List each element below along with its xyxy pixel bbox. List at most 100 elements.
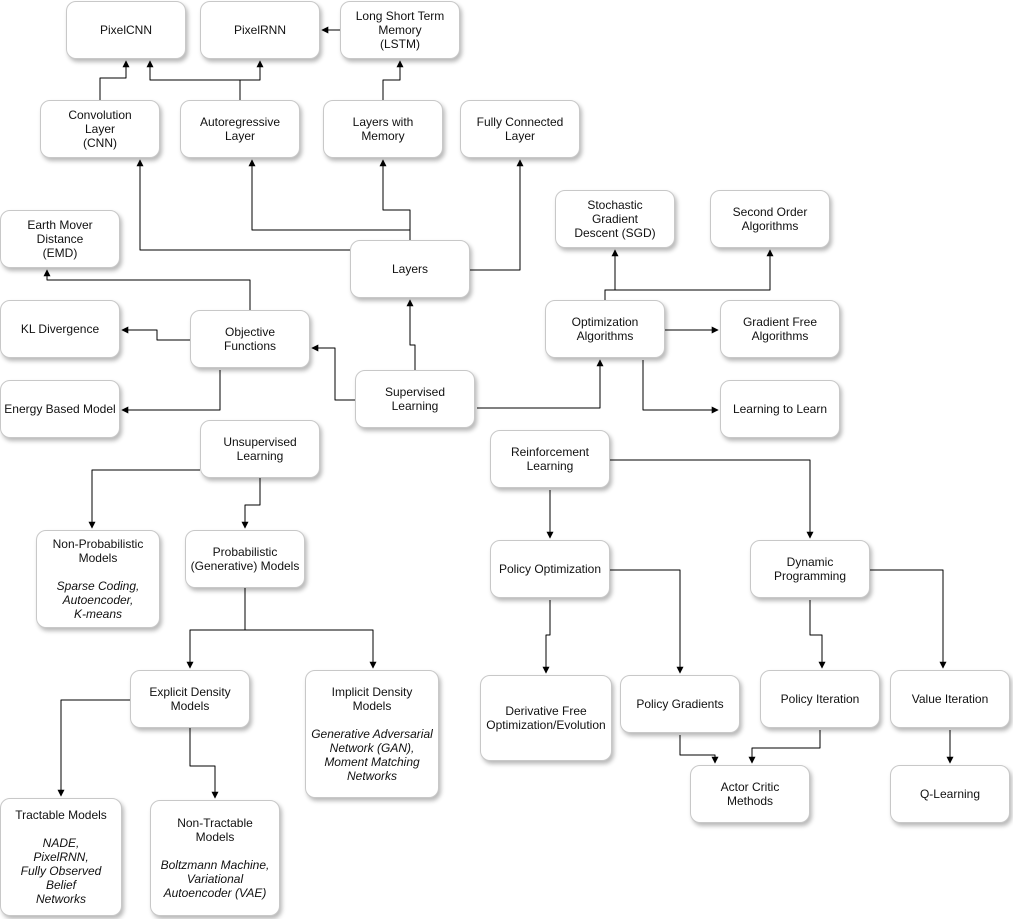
edge-objective-to-emd — [43, 269, 251, 310]
edge-autoreg-to-pixelcnn — [146, 60, 241, 100]
node-policyiter: Policy Iteration — [760, 670, 880, 728]
node-label: Derivative Free Optimization/Evolution — [486, 704, 606, 732]
node-optim: Optimization Algorithms — [545, 300, 665, 358]
node-label: PixelCNN — [99, 23, 152, 37]
node-label: Stochastic Gradient Descent (SGD) — [574, 198, 656, 240]
edge-mem-to-lstm — [382, 60, 404, 100]
node-label: Unsupervised Learning — [223, 435, 297, 463]
node-valueiter: Value Iteration — [890, 670, 1010, 728]
node-rl: Reinforcement Learning — [490, 430, 610, 488]
node-label: Second Order Algorithms — [732, 205, 808, 233]
node-label: Actor Critic Methods — [720, 780, 780, 808]
node-label: Autoregressive Layer — [199, 115, 281, 143]
node-supervised: Supervised Learning — [355, 370, 475, 428]
node-lstm: Long Short Term Memory (LSTM) — [340, 1, 460, 59]
edge-prob-to-implicit — [244, 588, 377, 669]
node-qlearn: Q-Learning — [890, 765, 1010, 823]
edge-rl-to-dp — [610, 459, 814, 539]
node-l2l: Learning to Learn — [720, 380, 840, 438]
edge-explicit-to-tractable — [57, 699, 130, 797]
edge-prob-to-explicit — [186, 588, 246, 669]
edge-dp-to-valueiter — [870, 569, 947, 669]
node-unsup: Unsupervised Learning — [200, 420, 320, 478]
node-label: Convolution Layer (CNN) — [68, 108, 132, 150]
node-label: Fully Connected Layer — [476, 115, 564, 143]
node-actorcritic: Actor Critic Methods — [690, 765, 810, 823]
node-label: Non-Probabilistic Models — [52, 537, 144, 565]
node-energy: Energy Based Model — [0, 380, 120, 438]
edge-optim-to-sgd — [604, 249, 619, 300]
edge-unsup-to-nonprob — [88, 469, 200, 529]
node-label: Explicit Density Models — [149, 685, 231, 713]
edge-supervised-to-optim — [477, 359, 604, 409]
node-second: Second Order Algorithms — [710, 190, 830, 248]
node-kl: KL Divergence — [0, 300, 120, 358]
node-fc: Fully Connected Layer — [460, 100, 580, 158]
node-label: Tractable Models — [15, 808, 107, 822]
edge-policyiter-to-actorcritic — [748, 730, 821, 764]
node-label: Layers — [391, 262, 429, 276]
node-policygrad: Policy Gradients — [620, 675, 740, 733]
edge-objective-to-energy — [121, 370, 221, 414]
node-label: Supervised Learning — [384, 385, 446, 413]
node-mem: Layers with Memory — [323, 100, 443, 158]
edge-policyopt-to-policygrad — [610, 569, 684, 674]
node-label: PixelRNN — [233, 23, 286, 37]
node-label: Optimization Algorithms — [571, 315, 639, 343]
node-pixelrnn: PixelRNN — [200, 1, 320, 59]
node-examples: Boltzmann Machine, Variational Autoencod… — [160, 858, 270, 900]
node-derivfree: Derivative Free Optimization/Evolution — [480, 675, 612, 761]
node-label: Policy Optimization — [498, 562, 602, 576]
node-conv: Convolution Layer (CNN) — [40, 100, 160, 158]
node-label: Learning to Learn — [732, 402, 828, 416]
edge-optim-to-l2l — [642, 360, 719, 414]
edge-optim-to-second — [604, 249, 774, 300]
node-explicit: Explicit Density Models — [130, 670, 250, 728]
node-label: Earth Mover Distance (EMD) — [27, 218, 93, 260]
node-pixelcnn: PixelCNN — [66, 1, 186, 59]
edge-explicit-to-nontract — [189, 728, 219, 799]
node-label: Energy Based Model — [4, 402, 116, 416]
node-label: Policy Gradients — [636, 697, 724, 711]
edge-autoreg-to-pixelrnn — [239, 60, 264, 100]
edge-policygrad-to-actorcritic — [679, 735, 719, 764]
edge-layers-to-conv — [136, 159, 350, 251]
edge-supervised-to-objective — [311, 344, 355, 401]
node-label: Gradient Free Algorithms — [742, 315, 818, 343]
node-label: Objective Functions — [223, 325, 277, 353]
node-label: Layers with Memory — [352, 115, 414, 143]
node-label: Policy Iteration — [780, 692, 860, 706]
node-examples: Generative Adversarial Network (GAN), Mo… — [311, 727, 433, 783]
node-gradfree: Gradient Free Algorithms — [720, 300, 840, 358]
node-label: Dynamic Programming — [773, 555, 847, 583]
node-label: Long Short Term Memory (LSTM) — [355, 9, 445, 51]
edge-supervised-to-layers — [406, 299, 416, 370]
node-examples: Sparse Coding, Autoencoder, K-means — [56, 579, 140, 621]
node-label: Reinforcement Learning — [510, 445, 590, 473]
node-policyopt: Policy Optimization — [490, 540, 610, 598]
edge-layers-to-autoreg — [248, 159, 411, 240]
node-label: Probabilistic (Generative) Models — [190, 545, 300, 573]
node-label: Implicit Density Models — [331, 685, 413, 713]
node-label: KL Divergence — [20, 322, 100, 336]
node-label: Value Iteration — [911, 692, 989, 706]
node-prob: Probabilistic (Generative) Models — [185, 530, 305, 588]
edge-conv-to-pixelcnn — [99, 60, 130, 100]
edge-unsup-to-prob — [241, 478, 261, 529]
node-layers: Layers — [350, 240, 470, 298]
node-objective: Objective Functions — [190, 310, 310, 368]
edge-dp-to-policyiter — [809, 600, 826, 669]
node-examples: NADE, PixelRNN, Fully Observed Belief Ne… — [20, 836, 102, 906]
edge-layers-to-mem — [379, 159, 411, 240]
node-label: Q-Learning — [919, 787, 981, 801]
node-dp: Dynamic Programming — [750, 540, 870, 598]
node-autoreg: Autoregressive Layer — [180, 100, 300, 158]
edge-layers-to-fc — [470, 159, 524, 271]
node-emd: Earth Mover Distance (EMD) — [0, 210, 120, 268]
